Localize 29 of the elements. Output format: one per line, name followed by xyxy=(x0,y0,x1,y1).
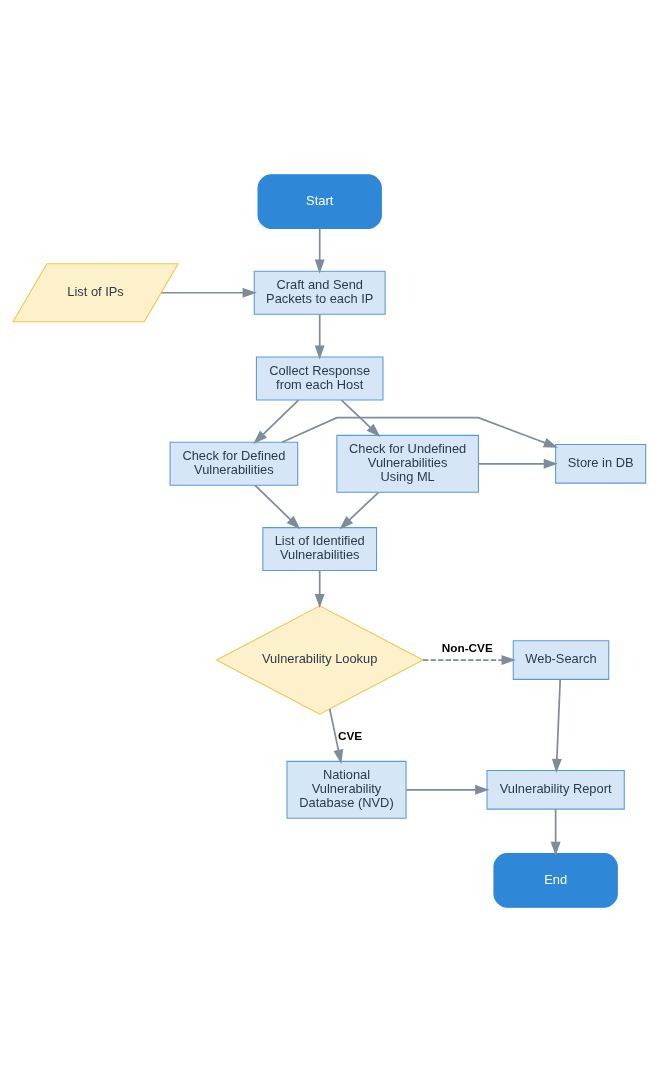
arrow xyxy=(280,416,558,448)
node-diamond: Vulnerability Lookup xyxy=(214,605,424,715)
node-box: Check for Undefined Vulnerabilities Using ML xyxy=(335,434,479,493)
node-box: National Vulnerability Database (NVD) xyxy=(285,760,407,819)
arrow xyxy=(160,287,257,298)
arrow xyxy=(253,484,300,530)
arrow xyxy=(404,784,489,795)
node-box: Store in DB xyxy=(554,443,646,484)
node-box: Check for Defined Vulnerabilities xyxy=(169,441,298,486)
arrow xyxy=(421,655,516,665)
arrow xyxy=(477,458,558,469)
node-box: List of Identified Vulnerabilities xyxy=(261,527,377,572)
node-box: Web-Search xyxy=(512,640,609,680)
arrow xyxy=(328,708,343,764)
arrow xyxy=(340,399,380,437)
arrow xyxy=(314,313,325,360)
node-box: End xyxy=(492,853,618,908)
arrow xyxy=(550,808,561,856)
node-box: Craft and Send Packets to each IP xyxy=(253,270,386,315)
arrow xyxy=(551,678,562,774)
node-box: Collect Response from each Host xyxy=(255,356,383,401)
edge-label: CVE xyxy=(337,728,362,742)
arrow xyxy=(314,569,325,609)
arrow xyxy=(252,399,299,444)
arrow xyxy=(338,491,379,530)
edge-label: Non-CVE xyxy=(441,641,493,655)
node-box: Vulnerability Report xyxy=(485,769,625,810)
arrow xyxy=(314,227,325,274)
node-box: Start xyxy=(257,174,382,229)
